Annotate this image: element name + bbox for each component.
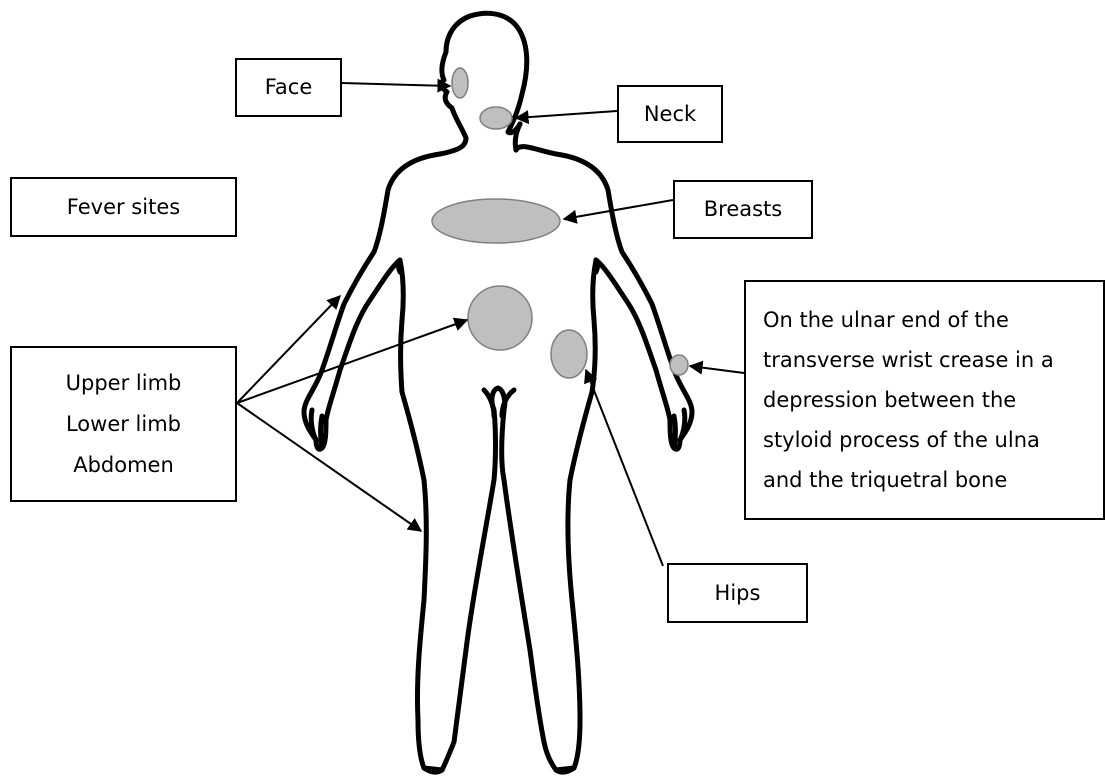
neck-site-marker: [480, 107, 512, 129]
face-site-marker: [452, 68, 468, 98]
face-label: Face: [265, 72, 313, 102]
wrist-label-line-5: and the triquetral bone: [763, 460, 1007, 500]
neck-label-box: Neck: [617, 85, 723, 143]
upper-limb-arrow: [237, 296, 340, 403]
neck-left-outline: [440, 138, 466, 154]
limbs-label-box: Upper limb Lower limb Abdomen: [10, 346, 237, 502]
abdomen-label: Abdomen: [73, 445, 174, 486]
breasts-arrow: [564, 200, 673, 219]
upper-limb-label: Upper limb: [66, 363, 182, 404]
hip-site-marker: [551, 330, 587, 378]
wrist-label-box: On the ulnar end of the transverse wrist…: [744, 280, 1105, 520]
wrist-label-line-1: On the ulnar end of the: [763, 300, 1009, 340]
right-hand-outline: [674, 410, 685, 448]
groin-outline: [484, 390, 514, 416]
fever-sites-title: Fever sites: [67, 192, 180, 222]
wrist-label-line-4: styloid process of the ulna: [763, 420, 1040, 460]
lower-limb-arrow: [237, 403, 421, 531]
lower-limb-label: Lower limb: [66, 404, 181, 445]
wrist-arrow: [690, 366, 744, 373]
wrist-site-marker: [670, 355, 688, 375]
abdomen-site-marker: [468, 286, 532, 350]
right-arm-inner-outline: [596, 260, 598, 272]
left-hand-outline: [311, 410, 322, 448]
wrist-label-line-3: depression between the: [763, 380, 1016, 420]
breasts-label: Breasts: [704, 194, 782, 224]
breasts-site-marker: [432, 199, 560, 243]
neck-arrow: [516, 111, 617, 118]
hips-label: Hips: [715, 578, 761, 608]
wrist-label-line-2: transverse wrist crease in a: [763, 340, 1054, 380]
hips-label-box: Hips: [667, 563, 808, 623]
fever-sites-title-box: Fever sites: [10, 177, 237, 237]
left-arm-inner-outline: [399, 260, 401, 272]
face-arrow: [342, 83, 450, 86]
hips-arrow: [586, 370, 663, 566]
breasts-label-box: Breasts: [673, 180, 813, 239]
face-label-box: Face: [235, 58, 342, 117]
neck-label: Neck: [644, 99, 696, 129]
